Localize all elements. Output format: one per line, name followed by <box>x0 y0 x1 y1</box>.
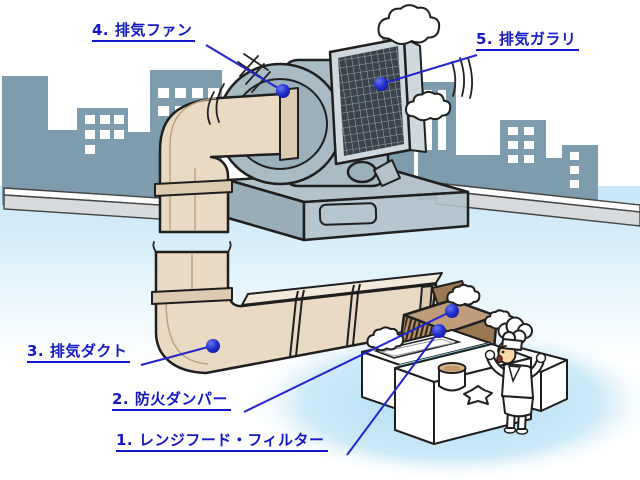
leader-dot-exhaust-duct <box>206 339 220 353</box>
label-exhaust-duct: 3. 排気ダクト <box>27 341 131 364</box>
stove-burner <box>463 385 493 405</box>
label-exhaust-louver: 5. 排気ガラリ <box>476 29 580 52</box>
pot <box>438 369 466 392</box>
leader-dot-exhaust-louver <box>374 77 388 91</box>
fan-inlet-flange <box>279 87 299 161</box>
exhaust-duct-run <box>151 241 443 375</box>
exhaust-louver-panel <box>328 36 427 166</box>
chef-hat <box>497 316 533 351</box>
chef-neckerchief <box>507 365 522 384</box>
steam-lines <box>451 57 473 99</box>
leader-exhaust-louver <box>380 54 478 85</box>
label-exhaust-fan: 4. 排気ファン <box>92 20 196 43</box>
chef-apron <box>502 395 534 418</box>
chef-character <box>484 316 547 435</box>
chef-torso <box>501 363 534 399</box>
duct-joint-flange <box>154 179 233 197</box>
leader-exhaust-fan <box>205 44 284 92</box>
callout-leaders <box>140 44 478 456</box>
leader-exhaust-duct <box>140 345 213 366</box>
label-range-hood-filter: 1. レンジフード・フィルター <box>116 430 328 453</box>
chef-hand <box>535 352 547 364</box>
chef-mouth <box>496 354 503 364</box>
leader-dot-range-hood-filter <box>432 324 446 338</box>
rooftop-duct-elbow <box>154 87 299 234</box>
label-fire-damper: 2. 防火ダンパー <box>112 389 231 412</box>
leader-dot-fire-damper <box>445 304 459 318</box>
leader-fire-damper <box>243 310 453 413</box>
leader-dot-exhaust-fan <box>276 84 290 98</box>
sink <box>373 335 462 359</box>
leader-range-hood-filter <box>346 330 440 456</box>
chef-eye <box>501 350 505 354</box>
duct-joint-flange <box>151 287 233 305</box>
chef-hand <box>484 349 496 361</box>
